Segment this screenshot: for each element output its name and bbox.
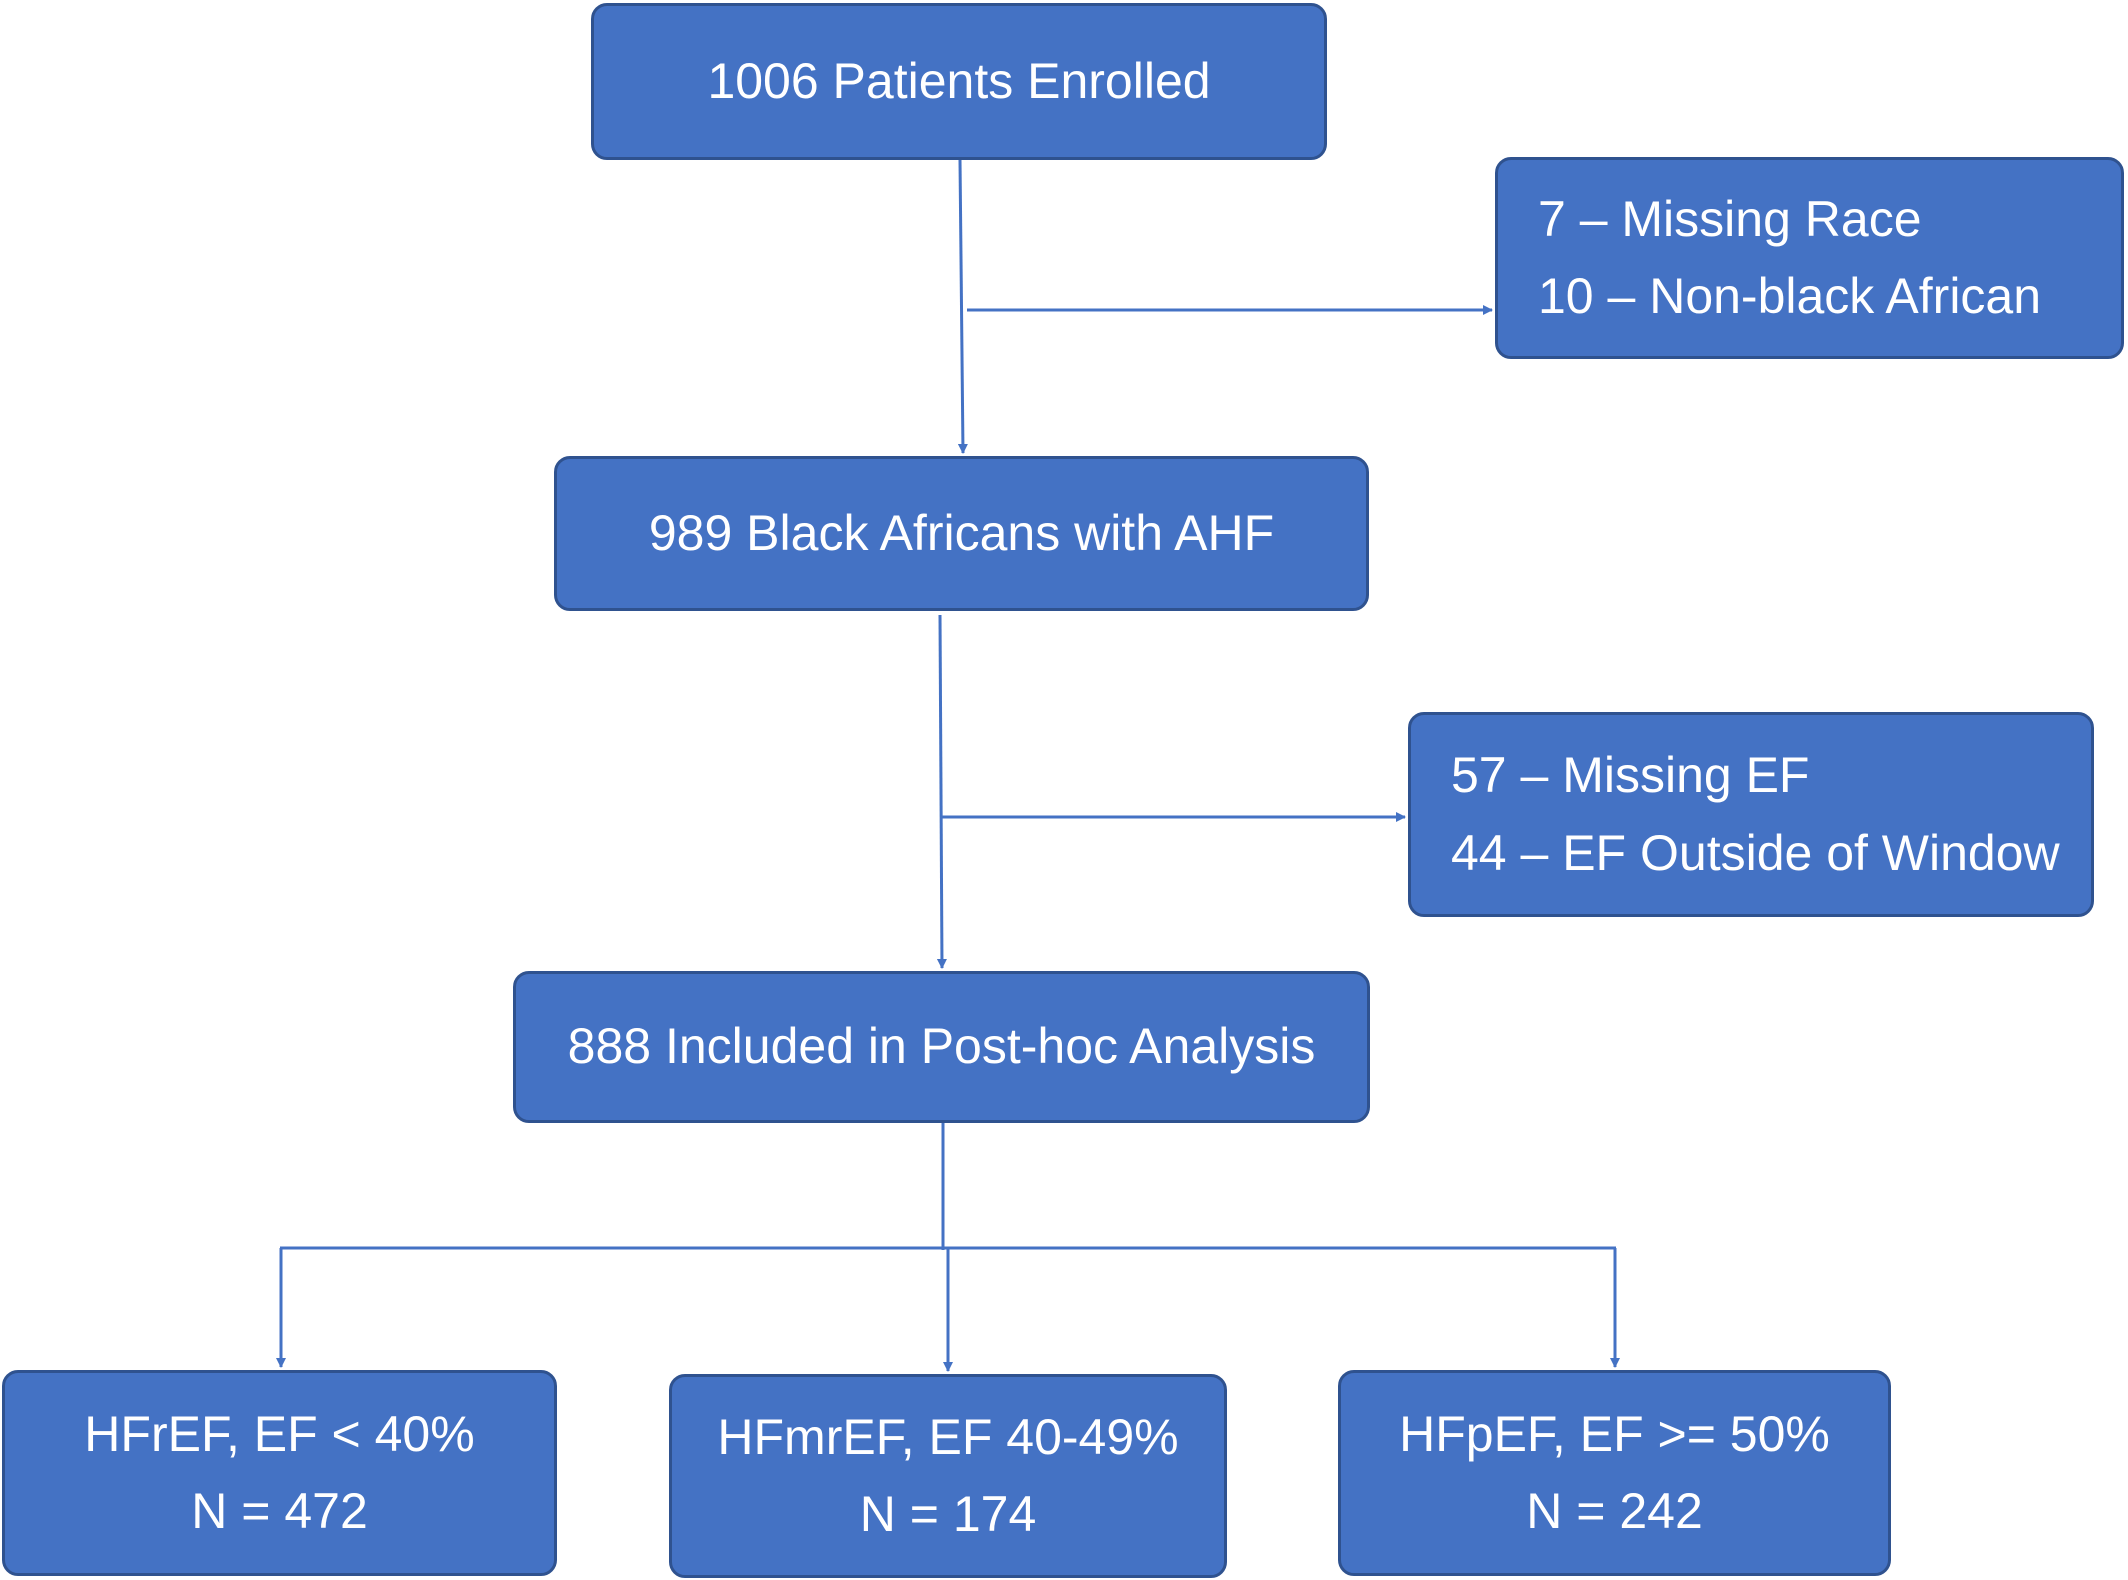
exclusion-ef-outside-window: 44 – EF Outside of Window — [1451, 824, 2060, 881]
box-black-africans-ahf-text: 989 Black Africans with AHF — [648, 504, 1275, 561]
box-patients-enrolled: 1006 Patients Enrolled — [591, 3, 1327, 160]
exclusion-non-black-african: 10 – Non-black African — [1538, 268, 2042, 324]
hfpef-count: N = 242 — [1526, 1483, 1703, 1539]
box-hfref: HFrEF, EF < 40% N = 472 — [2, 1370, 557, 1576]
box-exclusion-ef: 57 – Missing EF 44 – EF Outside of Windo… — [1408, 712, 2094, 917]
box-hfpef: HFpEF, EF >= 50% N = 242 — [1338, 1370, 1891, 1576]
box-patients-enrolled-text: 1006 Patients Enrolled — [707, 52, 1211, 109]
connector-enrolled-to-black-africans — [957, 159, 968, 454]
exclusion-missing-ef: 57 – Missing EF — [1451, 747, 1810, 803]
connector-black-africans-to-included — [936, 614, 947, 969]
hfmref-label: HFmrEF, EF 40-49% — [717, 1408, 1179, 1465]
hfpef-label: HFpEF, EF >= 50% — [1399, 1405, 1830, 1462]
box-black-africans-ahf: 989 Black Africans with AHF — [554, 456, 1369, 611]
box-included-post-hoc-text: 888 Included in Post-hoc Analysis — [567, 1018, 1316, 1075]
box-included-post-hoc: 888 Included in Post-hoc Analysis — [513, 971, 1370, 1123]
exclusion-missing-race: 7 – Missing Race — [1538, 190, 1922, 247]
box-hfmref: HFmrEF, EF 40-49% N = 174 — [669, 1374, 1227, 1578]
hfmref-count: N = 174 — [859, 1486, 1037, 1542]
hfref-label: HFrEF, EF < 40% — [84, 1405, 475, 1462]
box-exclusion-race: 7 – Missing Race 10 – Non-black African — [1495, 157, 2124, 359]
hfref-count: N = 472 — [191, 1483, 368, 1539]
